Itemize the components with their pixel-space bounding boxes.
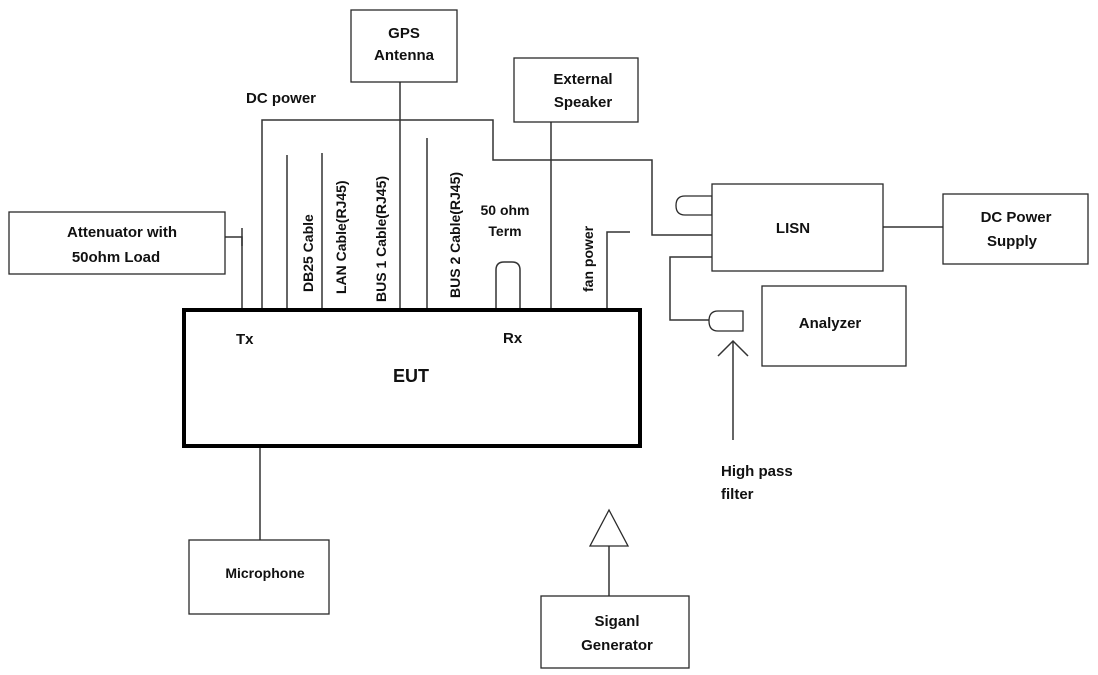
lisn-label: LISN (776, 220, 810, 237)
fan-power-label: fan power (580, 225, 596, 292)
signal-generator-antenna-icon (588, 508, 630, 547)
attenuator-label-line1: Attenuator with (67, 224, 177, 241)
eut-box: Tx Rx EUT (182, 308, 642, 448)
bus2-cable-label: BUS 2 Cable(RJ45) (447, 172, 463, 298)
external-speaker-box: External Speaker (513, 57, 639, 123)
termination-loop (495, 261, 521, 308)
lan-cable-label: LAN Cable(RJ45) (333, 180, 349, 294)
signal-generator-box: Siganl Generator (540, 595, 690, 669)
high-pass-filter-label-line2: filter (721, 486, 754, 503)
attenuator-box: Attenuator with 50ohm Load (8, 211, 226, 275)
microphone-label: Microphone (225, 565, 305, 581)
high-pass-filter-label-line1: High pass (721, 463, 793, 480)
analyzer-input-connector (708, 310, 744, 332)
dc-power-supply-label-line1: DC Power (981, 209, 1052, 226)
analyzer-box: Analyzer (761, 285, 907, 367)
external-speaker-label-line1: External (553, 71, 612, 88)
signal-generator-label-line1: Siganl (594, 613, 639, 630)
termination-label-line2: Term (488, 223, 521, 239)
fan-power-wire (606, 231, 630, 308)
dc-power-label: DC power (246, 90, 316, 107)
external-speaker-label-line2: Speaker (554, 94, 613, 111)
lisn-rf-connector (675, 195, 713, 216)
attenuator-wire (225, 236, 243, 308)
eut-tx-port-label: Tx (236, 331, 254, 348)
analyzer-label: Analyzer (799, 315, 862, 332)
microphone-box: Microphone (188, 539, 330, 615)
high-pass-filter-arrowhead (717, 339, 749, 357)
eut-label: EUT (393, 366, 429, 386)
lisn-analyzer-wire (669, 256, 712, 321)
gps-antenna-label-line2: Antenna (374, 47, 435, 64)
dc-power-supply-label-line2: Supply (987, 233, 1038, 250)
bus1-cable-label: BUS 1 Cable(RJ45) (373, 176, 389, 302)
termination-label-line1: 50 ohm (480, 202, 529, 218)
gps-antenna-label-line1: GPS (388, 25, 420, 42)
wires (225, 82, 943, 596)
gps-antenna-box: GPS Antenna (350, 9, 458, 83)
dc-power-supply-box: DC Power Supply (942, 193, 1089, 265)
attenuator-label-line2: 50ohm Load (72, 249, 160, 266)
eut-rx-port-label: Rx (503, 330, 523, 347)
db25-cable-label: DB25 Cable (300, 214, 316, 292)
signal-generator-label-line2: Generator (581, 637, 653, 654)
lisn-box: LISN (711, 183, 884, 272)
dc-power-bus-wire (261, 119, 712, 308)
